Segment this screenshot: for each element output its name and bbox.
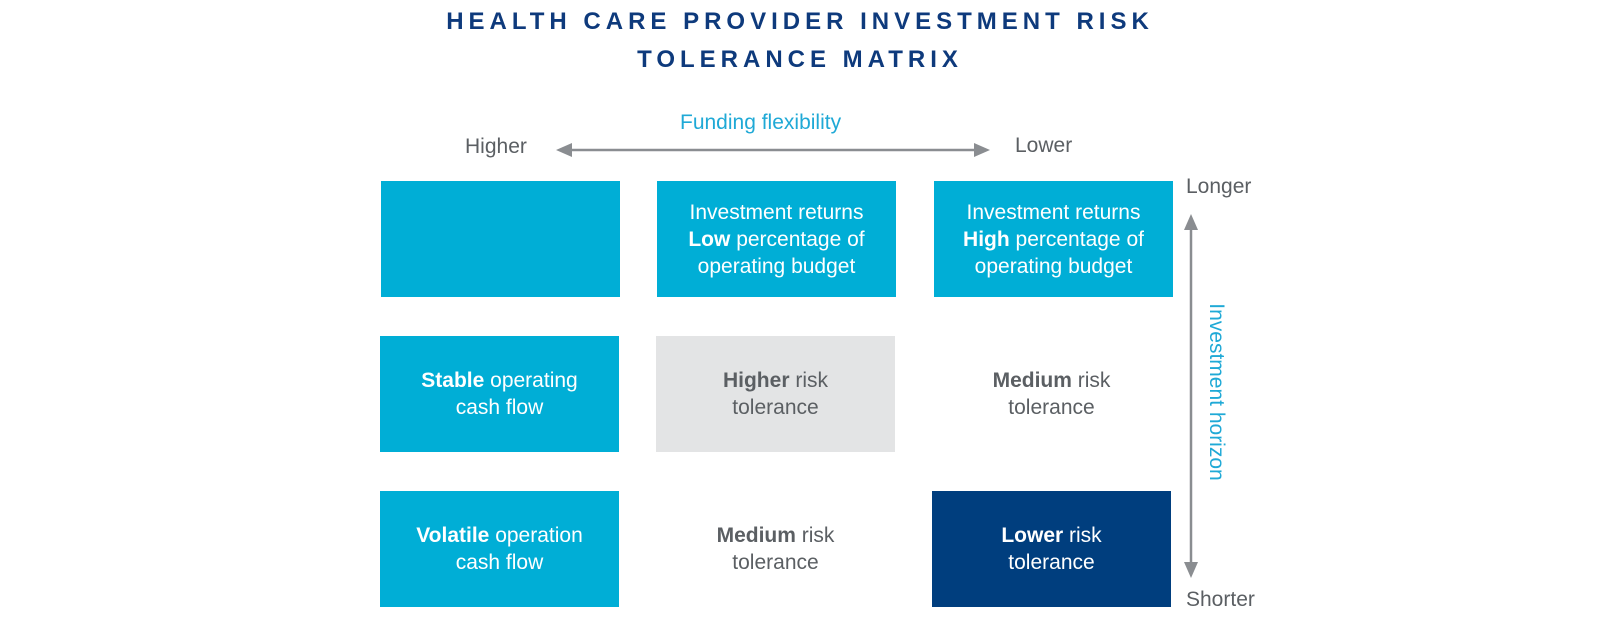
header-low-line3: operating budget: [697, 254, 856, 278]
volatile-bold: Volatile: [416, 524, 490, 547]
r3c3-bold: Lower: [1001, 524, 1064, 547]
r2c3-line2: tolerance: [1008, 396, 1095, 419]
r3c2-line2: tolerance: [732, 551, 819, 574]
header-high-line2: percentage of: [1009, 227, 1144, 251]
cell-medium-risk-tolerance-bottom: Medium risk tolerance: [656, 491, 895, 607]
header-low-bold: Low: [688, 227, 731, 251]
chart-title-line-1: HEALTH CARE PROVIDER INVESTMENT RISK: [446, 8, 1154, 35]
chart-title-line-2: TOLERANCE MATRIX: [637, 46, 963, 73]
header-volatile-cash-flow: Volatile operation cash flow: [380, 491, 619, 607]
cell-lower-risk-tolerance: Lower risk tolerance: [932, 491, 1171, 607]
cell-higher-risk-tolerance: Higher risk tolerance: [656, 336, 895, 452]
y-axis-top-label: Longer: [1186, 175, 1252, 198]
volatile-line2: cash flow: [455, 551, 544, 574]
x-axis-left-label: Higher: [465, 135, 527, 158]
r2c3-rest: risk: [1071, 369, 1111, 392]
header-high-bold: High: [963, 227, 1010, 251]
stable-bold: Stable: [421, 369, 485, 392]
stable-rest: operating: [484, 369, 578, 392]
header-low-line1: Investment returns: [689, 200, 864, 224]
header-stable-cash-flow: Stable operating cash flow: [380, 336, 619, 452]
header-low-line2: percentage of: [730, 227, 865, 251]
y-axis-title: Investment horizon: [1205, 303, 1228, 481]
y-axis-bottom-label: Shorter: [1186, 588, 1255, 611]
header-high-returns: Investment returns High percentage of op…: [934, 181, 1173, 297]
x-axis-right-label: Lower: [1015, 134, 1073, 157]
cell-medium-risk-tolerance-top: Medium risk tolerance: [932, 336, 1171, 452]
r2c2-bold: Higher: [722, 369, 790, 392]
r2c3-bold: Medium: [992, 369, 1072, 392]
r3c2-bold: Medium: [716, 524, 796, 547]
r3c2-rest: risk: [795, 524, 835, 547]
empty-corner-cell: [381, 181, 620, 297]
header-high-line1: Investment returns: [966, 200, 1141, 224]
volatile-rest: operation: [489, 524, 583, 547]
header-low-returns: Investment returns Low percentage of ope…: [657, 181, 896, 297]
x-axis-title: Funding flexibility: [680, 111, 842, 134]
stable-line2: cash flow: [455, 396, 544, 419]
r2c2-line2: tolerance: [732, 396, 819, 419]
r2c2-rest: risk: [789, 369, 828, 392]
header-high-line3: operating budget: [974, 254, 1133, 278]
r3c3-line2: tolerance: [1008, 551, 1095, 574]
r3c3-rest: risk: [1063, 524, 1102, 547]
